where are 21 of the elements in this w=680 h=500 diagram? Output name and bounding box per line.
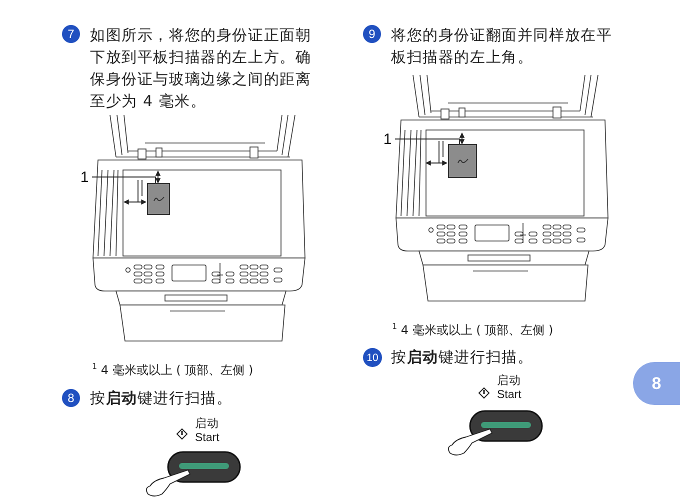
- instruction-text: 将您的身份证翻面并同样放在平板扫描器的左上角。: [391, 25, 614, 68]
- id-card: [147, 183, 170, 215]
- key-label: Start: [497, 389, 522, 402]
- leader-line: [394, 138, 460, 144]
- instruction-text: 按启动键进行扫描。: [391, 347, 534, 368]
- step-number-badge: 7: [62, 25, 80, 43]
- step-number-badge: 8: [62, 389, 80, 407]
- footnote-text: $^{1}$ 4 毫米或以上 ( 顶部、左侧 ): [92, 361, 254, 379]
- step-number-badge: 10: [363, 348, 382, 367]
- id-card: [448, 144, 477, 178]
- key-label: 启动: [195, 418, 220, 431]
- footnote-text: $^{1}$ 4 毫米或以上 ( 顶部、左侧 ): [392, 321, 554, 339]
- step-number-badge: 9: [363, 25, 381, 43]
- key-label: Start: [195, 432, 220, 445]
- callout-number: 1: [382, 130, 393, 148]
- instruction-text: 如图所示，将您的身份证正面朝下放到平板扫描器的左上方。确保身份证与玻璃边缘之间的距离至少为 4 毫米。: [90, 25, 312, 112]
- instruction-text: 按启动键进行扫描。: [90, 388, 234, 409]
- page-number-tab: 8: [633, 362, 680, 405]
- callout-number: 1: [79, 168, 90, 186]
- key-label: 启动: [497, 375, 522, 388]
- leader-line: [92, 176, 156, 184]
